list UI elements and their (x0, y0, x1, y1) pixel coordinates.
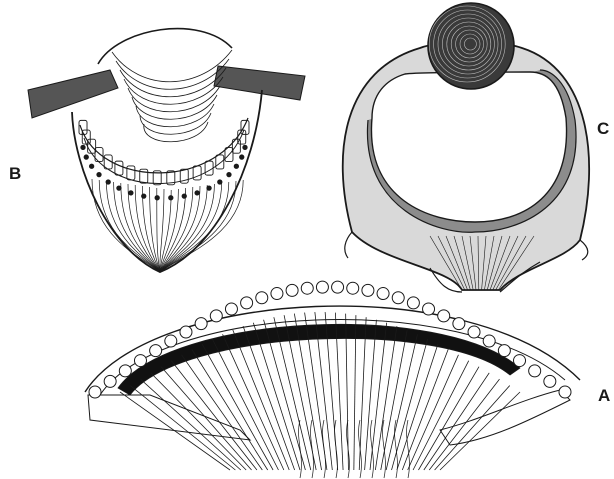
b-lens-line (144, 122, 208, 142)
a-scallop (210, 310, 222, 322)
a-scallop (134, 355, 146, 367)
b-cell (241, 120, 249, 134)
a-nerve (323, 420, 326, 478)
a-column (397, 344, 438, 470)
a-scallop (316, 281, 328, 293)
a-scallop (514, 355, 526, 367)
a-scallop (362, 284, 374, 296)
a-scallop (392, 292, 404, 304)
a-scallop (483, 335, 495, 347)
b-rod (157, 188, 160, 272)
a-scallop (438, 310, 450, 322)
b-nucleus (155, 196, 159, 200)
figure-b-drawing (28, 29, 305, 272)
a-scallop (241, 297, 253, 309)
a-scallop (271, 288, 283, 300)
a-scallop (150, 345, 162, 357)
a-scallop (165, 335, 177, 347)
a-scallop (407, 297, 419, 309)
a-scallop (104, 375, 116, 387)
label-b: B (9, 165, 21, 182)
a-scallop (347, 282, 359, 294)
a-scallop (544, 375, 556, 387)
a-scallop (180, 326, 192, 338)
label-a: A (598, 387, 610, 404)
a-nerve (371, 420, 374, 478)
b-nucleus (81, 145, 85, 149)
label-c: C (597, 120, 609, 137)
a-scallop (286, 284, 298, 296)
a-column (381, 330, 407, 470)
b-cell (216, 155, 224, 169)
a-scallop (423, 303, 435, 315)
b-nucleus (227, 172, 231, 176)
b-cell (82, 130, 90, 144)
a-scallop (89, 386, 101, 398)
a-scallop (453, 318, 465, 330)
a-scallop (301, 282, 313, 294)
b-lens-line (124, 77, 223, 104)
a-scallop (195, 318, 207, 330)
b-cell (115, 161, 123, 175)
a-column (365, 320, 377, 470)
b-nucleus (129, 191, 133, 195)
b-nucleus (207, 186, 211, 190)
a-scallop (529, 365, 541, 377)
b-cell (127, 166, 135, 180)
b-nucleus (195, 191, 199, 195)
b-nucleus (97, 172, 101, 176)
b-nucleus (240, 155, 244, 159)
a-scallop (498, 345, 510, 357)
a-column (402, 349, 448, 470)
a-scallop (559, 386, 571, 398)
a-scallop (119, 365, 131, 377)
a-column (243, 326, 295, 470)
figure-c-drawing (343, 3, 589, 292)
a-column (359, 317, 366, 470)
a-column (202, 344, 273, 470)
a-column (386, 334, 417, 470)
b-lens-line (112, 50, 232, 82)
a-scallop (332, 281, 344, 293)
b-nucleus (89, 164, 93, 168)
b-rod (114, 182, 160, 272)
a-nerve (335, 420, 338, 478)
a-scallop (468, 326, 480, 338)
a-scallop (256, 292, 268, 304)
b-nucleus (234, 164, 238, 168)
b-cell (205, 161, 213, 175)
b-lens-line (120, 68, 226, 97)
a-column (212, 339, 278, 470)
b-nucleus (117, 186, 121, 190)
b-nucleus (243, 145, 247, 149)
a-scallop (225, 303, 237, 315)
a-column (375, 326, 397, 470)
a-scallop (377, 288, 389, 300)
figure-a-drawing (85, 281, 580, 478)
b-nucleus (84, 155, 88, 159)
